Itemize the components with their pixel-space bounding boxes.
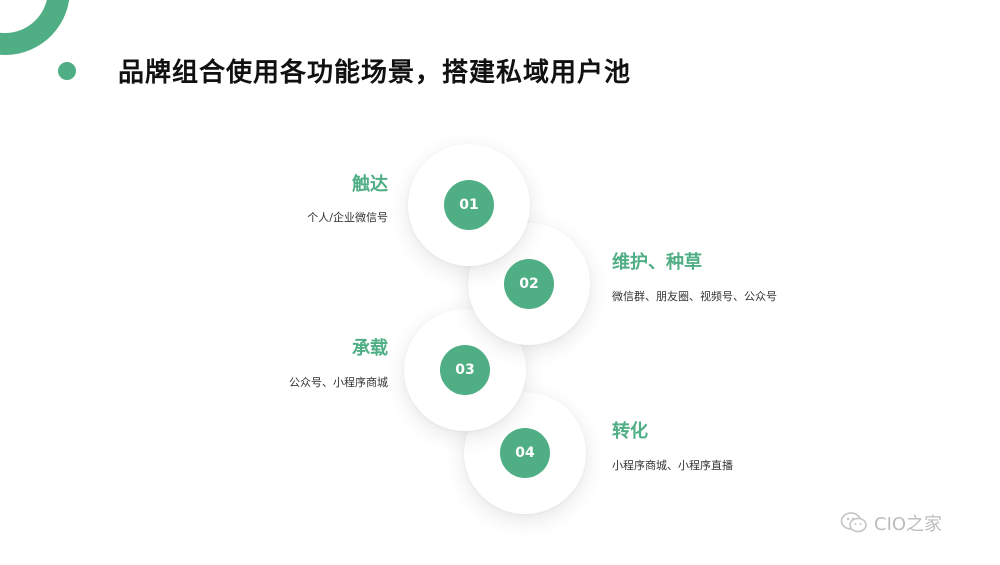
step-badge-02: 02 xyxy=(504,259,554,309)
step-badge-04: 04 xyxy=(500,428,550,478)
step-description-02: 微信群、朋友圈、视频号、公众号 xyxy=(612,290,777,303)
decorative-dot xyxy=(58,62,76,80)
step-heading-03: 承载 xyxy=(352,338,388,359)
step-badge-01: 01 xyxy=(444,180,494,230)
step-heading-01: 触达 xyxy=(352,174,388,195)
wechat-icon xyxy=(840,512,867,533)
decorative-arc xyxy=(0,0,81,66)
step-heading-02: 维护、种草 xyxy=(612,252,702,273)
step-description-04: 小程序商城、小程序直播 xyxy=(612,459,733,472)
step-badge-03: 03 xyxy=(440,345,490,395)
watermark-text: CIO之家 xyxy=(874,514,943,535)
step-description-01: 个人/企业微信号 xyxy=(307,211,388,224)
page-title: 品牌组合使用各功能场景，搭建私域用户池 xyxy=(118,58,632,88)
step-description-03: 公众号、小程序商城 xyxy=(289,376,388,389)
watermark: CIO之家 xyxy=(840,510,942,536)
step-heading-04: 转化 xyxy=(612,421,648,442)
